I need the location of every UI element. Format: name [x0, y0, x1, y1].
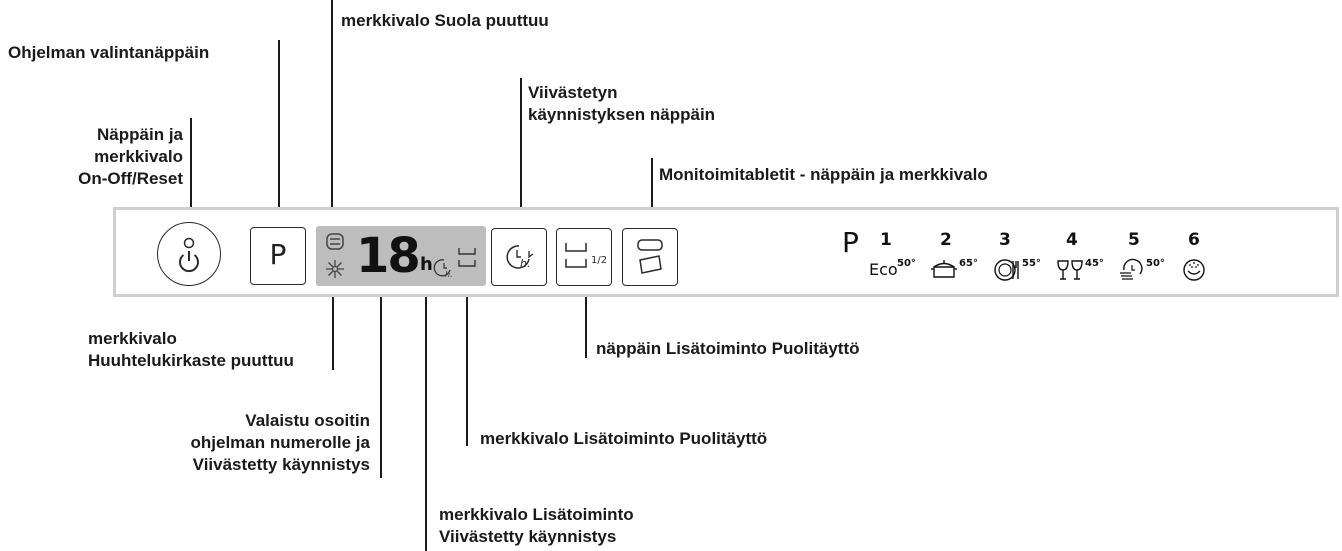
program-6-number: 6 [1188, 230, 1200, 250]
leader-half-load-key [585, 296, 587, 358]
label-half-load-key: näppäin Lisätoiminto Puolitäyttö [596, 339, 860, 358]
half-load-text: 1/2 [591, 255, 608, 266]
quick-wash-icon [1120, 258, 1143, 280]
leader-on-off [190, 118, 192, 212]
program-display: 18 h h. [316, 226, 486, 286]
delay-start-button[interactable]: h. [491, 228, 547, 286]
power-icon [179, 237, 199, 273]
plate-cutlery-icon [994, 259, 1019, 281]
leader-rinse-aid [332, 266, 334, 370]
soak-icon [1183, 259, 1205, 281]
program-5-number: 5 [1128, 230, 1140, 250]
leader-half-load-light [466, 270, 468, 446]
display-hour-unit: h [420, 254, 433, 275]
leader-delay-key [520, 78, 522, 230]
eco-icon: Eco [869, 260, 898, 279]
svg-text:h.: h. [520, 257, 530, 270]
program-letter: P [842, 226, 859, 259]
program-3-number: 3 [999, 230, 1011, 250]
program-4-temp: 45° [1085, 258, 1104, 269]
leader-salt [331, 0, 333, 229]
program-1-temp: 50° [897, 258, 916, 269]
display-digits: 18 [356, 228, 421, 284]
label-on-off-reset: Näppäin ja merkkivalo On-Off/Reset [78, 125, 183, 188]
delay-clock-icon: h. [506, 245, 534, 270]
leader-delay-light [425, 272, 427, 551]
leader-program-select [278, 40, 280, 212]
salt-indicator-icon [326, 233, 344, 250]
multitab-icon [637, 239, 663, 274]
program-3-temp: 55° [1022, 258, 1041, 269]
leader-multitab [651, 158, 653, 230]
label-salt-missing: merkkivalo Suola puuttuu [341, 11, 549, 30]
program-2-temp: 65° [959, 258, 978, 269]
leader-program-indicator [380, 276, 382, 478]
label-program-select: Ohjelman valintanäppäin [8, 43, 210, 62]
multitab-button[interactable] [622, 228, 678, 286]
glasses-icon [1057, 260, 1083, 280]
half-load-icon [565, 243, 587, 268]
program-select-button[interactable]: P [250, 227, 306, 285]
delay-start-indicator-icon: h. [433, 259, 453, 279]
label-program-indicator: Valaistu osoitin ohjelman numerolle ja V… [190, 411, 371, 474]
half-load-button[interactable]: 1/2 [556, 228, 612, 286]
rinse-aid-indicator-icon [326, 260, 344, 278]
program-2-number: 2 [940, 230, 952, 250]
label-multitab: Monitoimitabletit - näppäin ja merkkival… [659, 165, 988, 184]
label-delay-start-key: Viivästetyn käynnistyksen näppäin [528, 83, 716, 124]
on-off-reset-button[interactable] [157, 222, 221, 286]
program-5-temp: 50° [1146, 258, 1165, 269]
program-select-label: P [269, 238, 287, 271]
program-4-number: 4 [1066, 230, 1078, 250]
program-1-number: 1 [880, 230, 892, 250]
pot-icon [931, 260, 957, 278]
svg-text:h.: h. [445, 270, 453, 279]
label-rinse-aid-missing: merkkivalo Huuhtelukirkaste puuttuu [88, 329, 294, 370]
half-load-indicator-icon [458, 248, 476, 267]
label-delay-start-light: merkkivalo Lisätoiminto Viivästetty käyn… [439, 505, 634, 546]
label-half-load-light: merkkivalo Lisätoiminto Puolitäyttö [480, 429, 768, 448]
